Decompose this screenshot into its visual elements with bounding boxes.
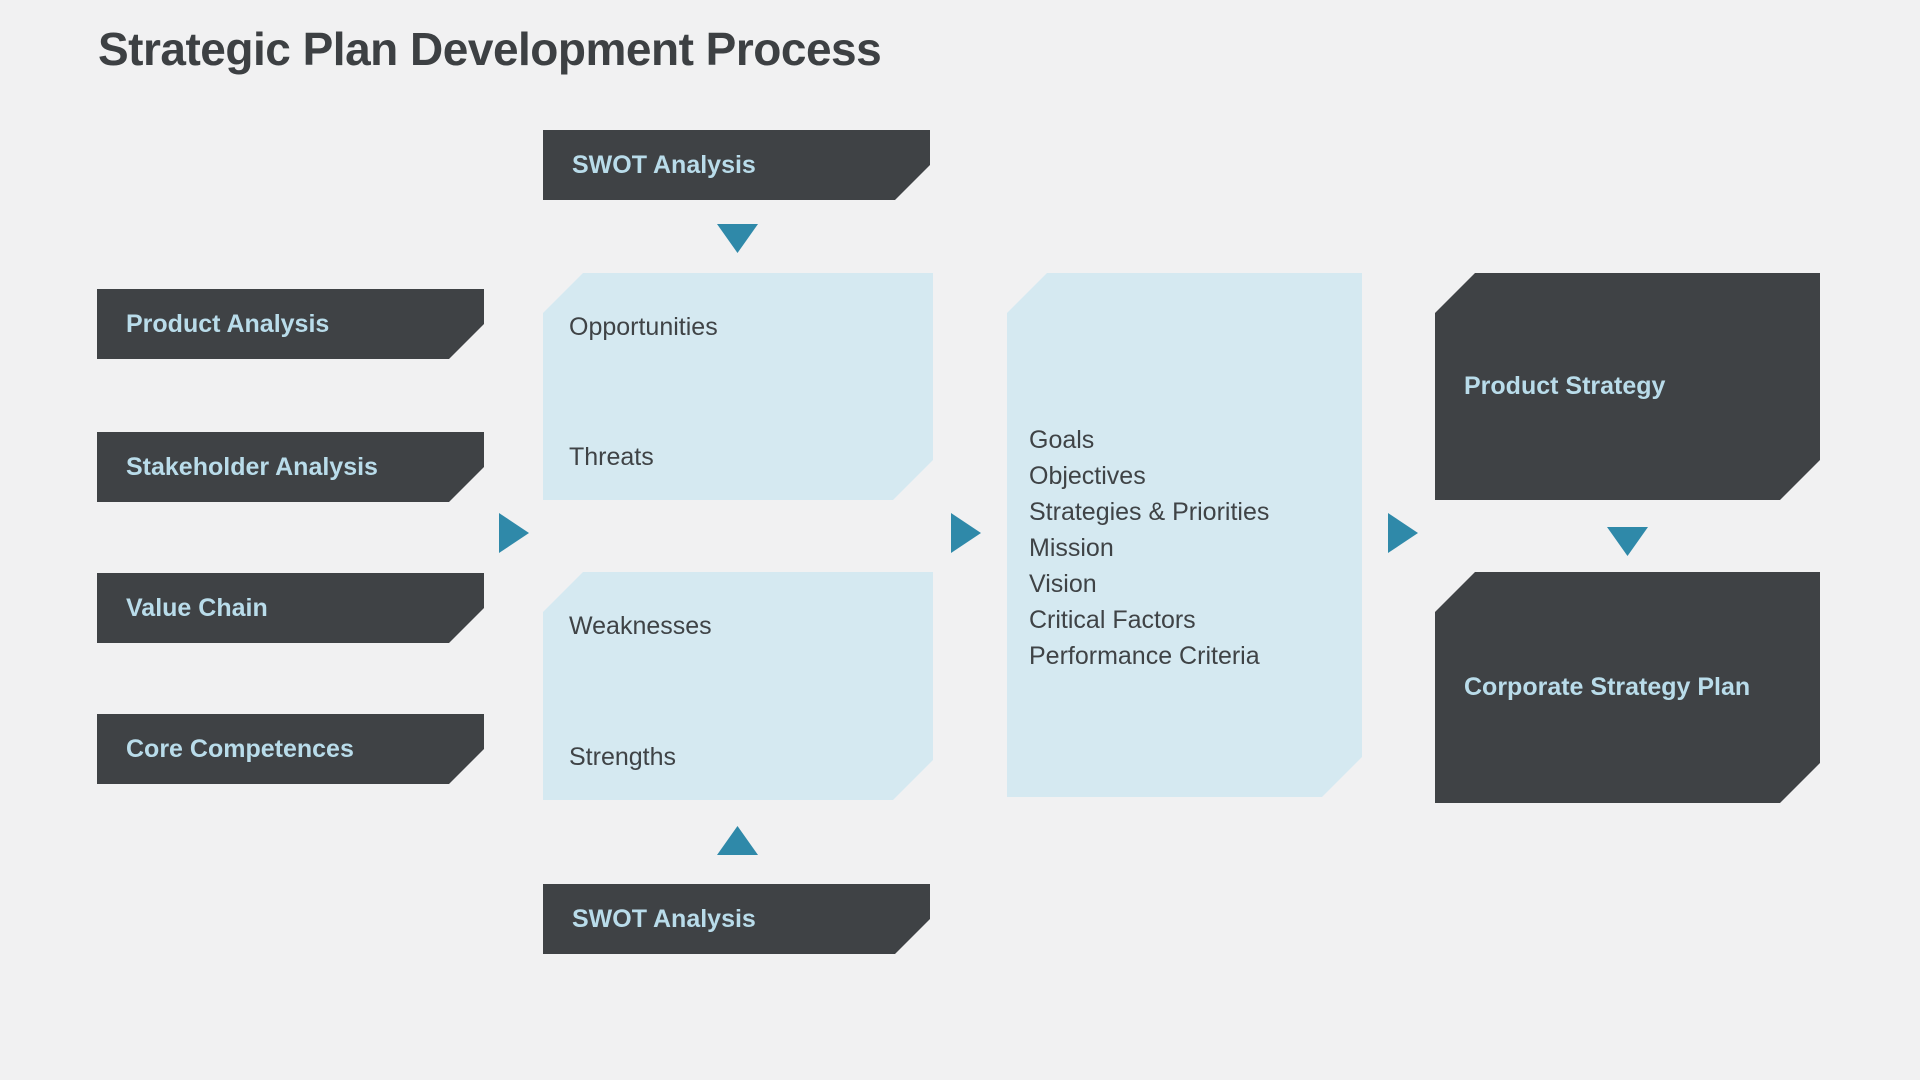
- strategy-line-objectives: Objectives: [1029, 462, 1146, 490]
- box-core-competences: Core Competences: [97, 714, 484, 784]
- box-product-analysis: Product Analysis: [97, 289, 484, 359]
- strengths-label: Strengths: [569, 743, 677, 771]
- box-swot-analysis-top: SWOT Analysis: [543, 130, 930, 200]
- strategy-line-goals: Goals: [1029, 426, 1095, 454]
- box-swot-analysis-bottom-label: SWOT Analysis: [572, 904, 756, 933]
- box-corporate-strategy-plan-label: Corporate Strategy Plan: [1464, 673, 1751, 701]
- panel-opportunities-threats: Opportunities Threats: [543, 273, 933, 500]
- box-product-strategy: Product Strategy: [1435, 273, 1820, 500]
- box-core-competences-label: Core Competences: [126, 734, 354, 763]
- strategy-line-strategies-priorities: Strategies & Priorities: [1029, 498, 1270, 526]
- strategy-line-performance-criteria: Performance Criteria: [1029, 642, 1260, 670]
- strategy-line-critical-factors: Critical Factors: [1029, 606, 1196, 634]
- opportunities-label: Opportunities: [569, 313, 718, 341]
- box-stakeholder-analysis: Stakeholder Analysis: [97, 432, 484, 502]
- box-product-strategy-label: Product Strategy: [1464, 372, 1666, 400]
- threats-label: Threats: [569, 443, 654, 471]
- strategy-line-vision: Vision: [1029, 570, 1097, 598]
- box-value-chain: Value Chain: [97, 573, 484, 643]
- page-title: Strategic Plan Development Process: [98, 23, 882, 75]
- box-value-chain-label: Value Chain: [126, 593, 268, 622]
- box-swot-analysis-bottom: SWOT Analysis: [543, 884, 930, 954]
- box-stakeholder-analysis-label: Stakeholder Analysis: [126, 452, 378, 481]
- arrow-down-product-to-corporate-icon: [1607, 527, 1648, 556]
- arrow-right-inputs-to-swot-icon: [499, 513, 529, 553]
- box-corporate-strategy-plan: Corporate Strategy Plan: [1435, 572, 1820, 803]
- strategy-line-mission: Mission: [1029, 534, 1114, 562]
- box-swot-analysis-top-label: SWOT Analysis: [572, 150, 756, 179]
- panel-weaknesses-strengths: Weaknesses Strengths: [543, 572, 933, 800]
- panel-strategy-summary: Goals Objectives Strategies & Priorities…: [1007, 273, 1362, 797]
- arrow-down-from-swot-top-icon: [717, 224, 758, 253]
- weaknesses-label: Weaknesses: [569, 612, 712, 640]
- arrow-up-from-swot-bottom-icon: [717, 826, 758, 855]
- box-product-analysis-label: Product Analysis: [126, 309, 330, 338]
- arrow-right-strategy-to-output-icon: [1388, 513, 1418, 553]
- arrow-right-swot-to-strategy-icon: [951, 513, 981, 553]
